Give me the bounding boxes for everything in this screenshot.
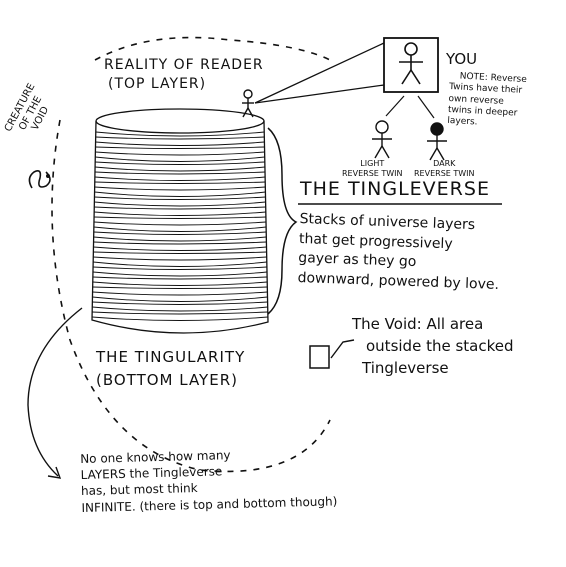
layer-line [93,226,267,232]
layer-line [95,146,265,149]
layer-line [95,166,265,172]
void-boundary [51,119,331,473]
you-box [383,37,439,93]
layer-line [92,281,268,286]
void-line1: The Void: All area [352,315,484,333]
layer-line [94,201,266,207]
layer-line [93,231,267,235]
layer-line [92,301,268,305]
void-line3: Tingleverse [362,358,449,377]
top-layer-line2: (TOP LAYER) [108,75,207,92]
layer-line [93,221,267,226]
void-label: The Void: All area outside the stacked T… [352,314,514,379]
void-line2: outside the stacked [366,336,514,355]
light-twin-figure [372,120,392,159]
layer-line [95,156,265,162]
layer-line [92,291,268,296]
bottom-layer-line1: THE TINGULARITY [96,348,246,366]
bottom-layer-label: THE TINGULARITY (BOTTOM LAYER) [96,346,245,391]
top-layer-line1: REALITY OF READER [104,57,264,73]
layer-line [95,161,265,165]
layer-line [94,211,266,216]
light-twin-line1: LIGHT [360,159,385,168]
layer-line [92,286,268,289]
twins-note: NOTE: Reverse Twins have their own rever… [447,71,527,131]
layer-line [95,131,265,137]
layer-line [93,251,267,254]
layer-line [95,151,265,156]
layer-line [94,196,266,200]
creature-icon [28,170,51,189]
light-twin-label: LIGHT REVERSE TWIN [342,159,403,178]
dark-twin-line1: DARK [433,159,456,168]
layer-line [94,176,266,181]
tingleverse-bracket [267,127,298,315]
tingleverse-description: Stacks of universe layers that get progr… [297,210,501,295]
footnote: No one knows how many LAYERS the Tinglev… [80,444,338,515]
layer-line [92,271,268,277]
you-label: YOU [446,50,478,68]
layer-line [93,261,267,267]
you-figure [399,42,423,85]
layer-line [95,136,265,140]
layer-line [92,311,268,315]
layer-line [93,266,267,270]
layer-stack [91,108,269,334]
bottom-layer-line2: (BOTTOM LAYER) [96,370,238,389]
void-box [309,345,330,369]
light-twin-line2: REVERSE TWIN [342,168,403,178]
layer-line [94,186,266,191]
layer-line [93,246,267,251]
layer-line [93,256,267,261]
tingleverse-title: THE TINGLEVERSE [300,178,490,200]
dark-twin-figure [427,122,447,161]
layer-line [92,306,268,312]
reader-figure [242,89,254,118]
layer-line [94,181,266,184]
layer-line [94,171,266,175]
footnote-arrow [27,307,83,477]
layer-line [93,236,267,242]
layer-line [94,191,266,197]
dark-twin-label: DARK REVERSE TWIN [414,159,475,178]
dark-twin-line2: REVERSE TWIN [414,168,475,178]
layer-line [92,276,268,280]
layer-line [92,316,268,321]
layer-line [92,296,268,302]
layer-line [93,241,267,245]
layer-line [94,216,266,219]
layer-line [95,141,265,146]
top-layer-label: REALITY OF READER (TOP LAYER) [104,58,264,91]
layer-line [94,206,266,210]
